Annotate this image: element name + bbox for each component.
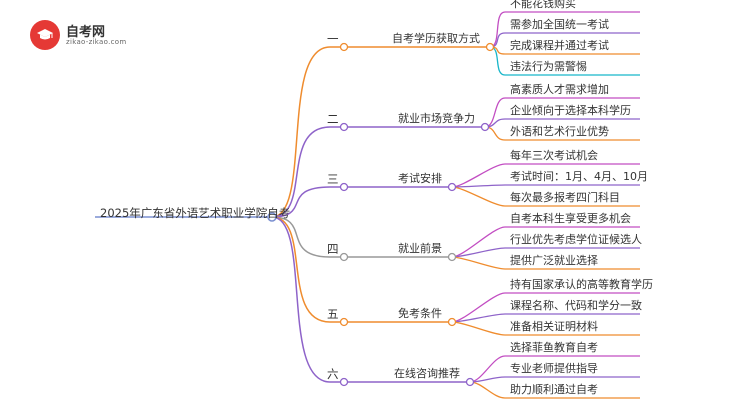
leaf-connector (451, 313, 506, 323)
leaf-node-label: 行业优先考虑学位证候选人 (510, 233, 642, 246)
branch-number-knot (339, 317, 349, 327)
branch-number-knot (339, 122, 349, 132)
leaf-connector (451, 321, 506, 336)
logo-badge (30, 20, 60, 50)
leaf-node-label: 需参加全国统一考试 (510, 18, 609, 31)
branch-number: 五 (327, 307, 339, 321)
leaf-connector (451, 256, 506, 270)
leaf-connector (451, 163, 506, 188)
leaf-node-label: 课程名称、代码和学分一致 (510, 299, 642, 312)
branch-node-label: 就业前景 (398, 242, 442, 255)
leaf-node-label: 每年三次考试机会 (510, 149, 598, 162)
root-knot (267, 212, 277, 222)
branch-node-label: 考试安排 (398, 172, 442, 185)
leaf-node-label: 选择菲鱼教育自考 (510, 341, 598, 354)
branch-node-label: 免考条件 (398, 307, 442, 320)
leaf-node-label: 完成课程并通过考试 (510, 39, 609, 52)
leaf-node-label: 考试时间：1月、4月、10月 (510, 170, 648, 183)
branch-knot (447, 182, 457, 192)
branch-number-knot (339, 182, 349, 192)
leaf-node-label: 准备相关证明材料 (510, 320, 598, 333)
leaf-connector (469, 376, 506, 383)
branch-knot (480, 122, 490, 132)
branch-knot (485, 42, 495, 52)
branch-knot (465, 377, 475, 387)
leaf-node-label: 提供广泛就业选择 (510, 254, 598, 267)
graduation-cap-icon (37, 29, 53, 40)
site-logo[interactable]: 自考网 zikao-zikao.com (30, 20, 170, 50)
leaf-node-label: 持有国家承认的高等教育学历 (510, 278, 653, 291)
logo-url: zikao-zikao.com (66, 38, 127, 46)
branch-knot (447, 252, 457, 262)
root-node-label: 2025年广东省外语艺术职业学院自考 (100, 206, 291, 220)
leaf-connector (451, 247, 506, 258)
leaf-connector (469, 355, 506, 383)
branch-connector (271, 216, 331, 258)
branch-number-knot (339, 252, 349, 262)
leaf-node-label: 专业老师提供指导 (510, 362, 598, 375)
leaf-connector (469, 381, 506, 399)
branch-node-label: 自考学历获取方式 (392, 32, 480, 45)
leaf-connector (451, 186, 506, 207)
branch-connector (271, 216, 331, 383)
branch-number: 四 (327, 242, 339, 256)
branch-connector (271, 186, 331, 218)
branch-number-knot (339, 42, 349, 52)
branch-connector (271, 126, 331, 218)
leaf-node-label: 高素质人才需求增加 (510, 83, 609, 96)
branch-connector (271, 46, 331, 218)
leaf-node-label: 助力顺利通过自考 (510, 383, 598, 396)
branch-number: 六 (327, 367, 339, 381)
leaf-node-label: 不能花钱购买 (510, 0, 576, 10)
leaf-node-label: 违法行为需警惕 (510, 60, 587, 73)
leaf-node-label: 每次最多报考四门科目 (510, 191, 620, 204)
leaf-node-label: 外语和艺术行业优势 (510, 125, 609, 138)
branch-number: 二 (327, 112, 339, 126)
branch-node-label: 在线咨询推荐 (394, 367, 460, 380)
leaf-node-label: 企业倾向于选择本科学历 (510, 104, 631, 117)
branch-number-knot (339, 377, 349, 387)
leaf-node-label: 自考本科生享受更多机会 (510, 212, 631, 225)
logo-title: 自考网 (66, 25, 106, 40)
branch-number: 三 (327, 172, 339, 186)
branch-connector (271, 216, 331, 323)
branch-number: 一 (327, 32, 339, 46)
branch-knot (447, 317, 457, 327)
branch-node-label: 就业市场竞争力 (398, 112, 475, 125)
